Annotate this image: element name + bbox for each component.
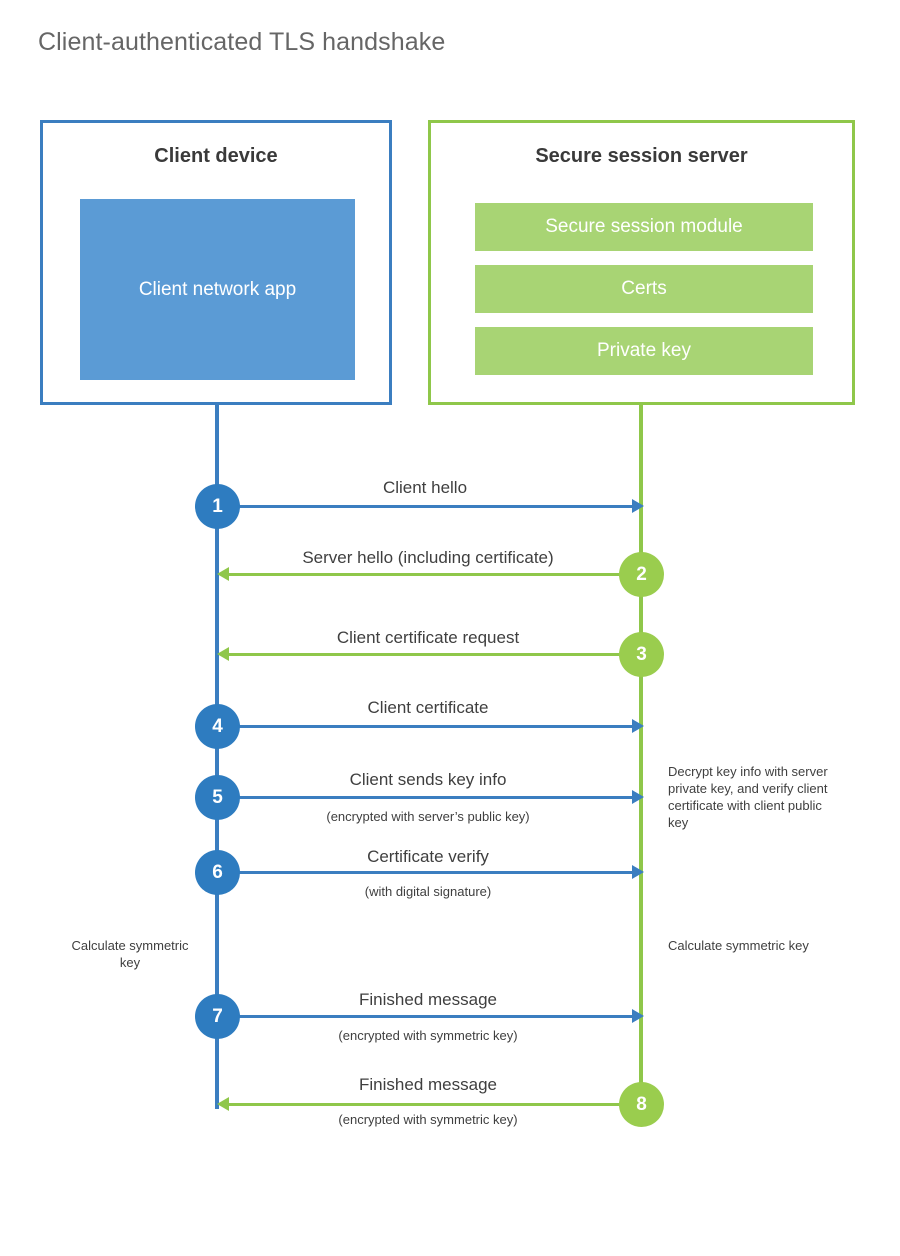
step-4-arrow-head bbox=[632, 719, 644, 733]
step-5-circle[interactable]: 5 bbox=[195, 775, 240, 820]
step-2-arrow-head bbox=[217, 567, 229, 581]
step-7-circle[interactable]: 7 bbox=[195, 994, 240, 1039]
step-5-arrow-head bbox=[632, 790, 644, 804]
server-module-secure-session-module: Secure session module bbox=[475, 203, 813, 251]
server-calculate-symmetric-key-annotation: Calculate symmetric key bbox=[668, 938, 809, 953]
step-7-sublabel: (encrypted with symmetric key) bbox=[338, 1028, 518, 1043]
server-decrypt-annotation: Decrypt key info with server private key… bbox=[668, 764, 828, 830]
step-4-arrow-line bbox=[217, 725, 634, 728]
step-6-sublabel: (with digital signature) bbox=[364, 884, 492, 899]
step-5-arrow-line bbox=[217, 796, 634, 799]
step-1-label: Client hello bbox=[382, 478, 468, 497]
client-device-box: Client device Client network app bbox=[40, 120, 392, 405]
server-lifeline bbox=[639, 405, 643, 1107]
client-network-app-block: Client network app bbox=[80, 199, 355, 380]
step-2-arrow-line bbox=[228, 573, 641, 576]
step-1-arrow-head bbox=[632, 499, 644, 513]
client-device-title: Client device bbox=[154, 145, 278, 167]
step-3-circle[interactable]: 3 bbox=[619, 632, 664, 677]
secure-session-server-title: Secure session server bbox=[535, 145, 748, 167]
step-4-circle[interactable]: 4 bbox=[195, 704, 240, 749]
step-8-circle[interactable]: 8 bbox=[619, 1082, 664, 1127]
step-5-label: Client sends key info bbox=[349, 770, 507, 789]
step-1-circle[interactable]: 1 bbox=[195, 484, 240, 529]
step-3-label: Client certificate request bbox=[336, 628, 520, 647]
page-title: Client-authenticated TLS handshake bbox=[38, 28, 446, 56]
server-module-certs: Certs bbox=[475, 265, 813, 313]
step-8-label: Finished message bbox=[359, 1075, 497, 1094]
step-4-label: Client certificate bbox=[367, 698, 489, 717]
step-2-label: Server hello (including certificate) bbox=[302, 548, 554, 567]
step-7-arrow-line bbox=[217, 1015, 634, 1018]
step-3-arrow-head bbox=[217, 647, 229, 661]
step-7-arrow-head bbox=[632, 1009, 644, 1023]
step-6-arrow-line bbox=[217, 871, 634, 874]
step-1-arrow-line bbox=[217, 505, 634, 508]
client-lifeline bbox=[215, 405, 219, 1109]
step-3-arrow-line bbox=[228, 653, 641, 656]
step-6-label: Certificate verify bbox=[367, 847, 489, 866]
client-calculate-symmetric-key-annotation: Calculate symmetric key bbox=[71, 938, 189, 970]
secure-session-server-box: Secure session server Secure session mod… bbox=[428, 120, 855, 405]
step-5-sublabel: (encrypted with server’s public key) bbox=[326, 809, 530, 824]
server-module-private-key: Private key bbox=[475, 327, 813, 375]
step-2-circle[interactable]: 2 bbox=[619, 552, 664, 597]
step-8-arrow-head bbox=[217, 1097, 229, 1111]
step-6-arrow-head bbox=[632, 865, 644, 879]
step-8-sublabel: (encrypted with symmetric key) bbox=[338, 1112, 518, 1127]
step-7-label: Finished message bbox=[359, 990, 497, 1009]
step-8-arrow-line bbox=[228, 1103, 641, 1106]
step-6-circle[interactable]: 6 bbox=[195, 850, 240, 895]
